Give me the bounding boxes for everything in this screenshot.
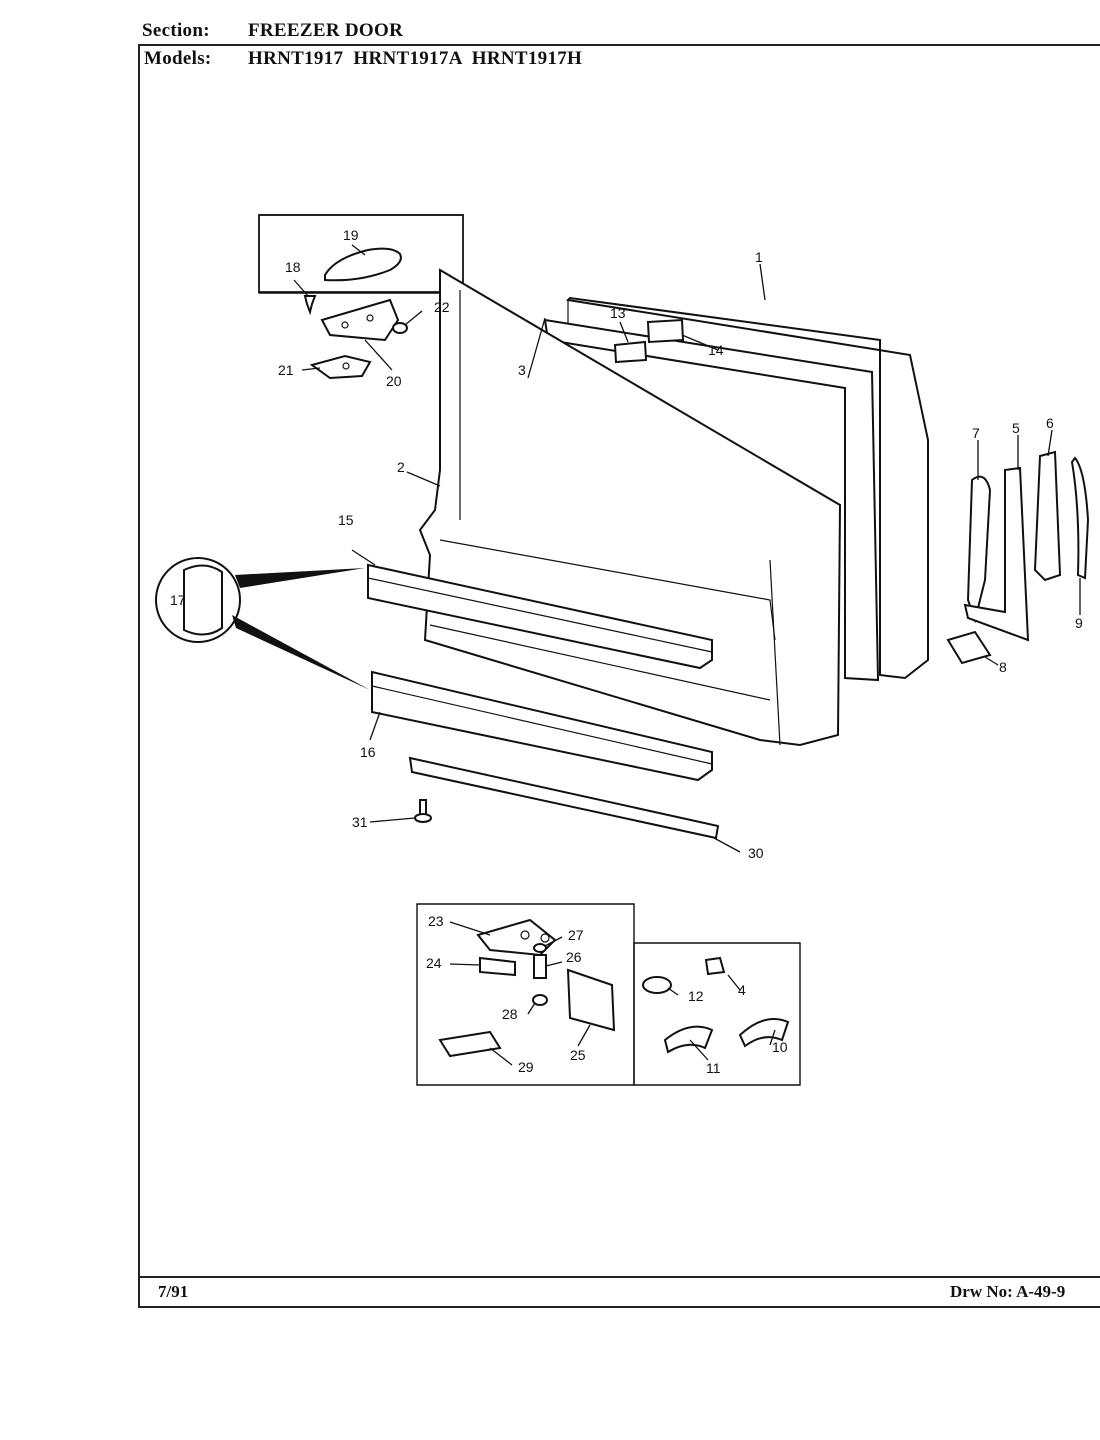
part-12-cap	[642, 976, 672, 994]
section-label: Section:	[142, 20, 210, 41]
callout-21: 21	[278, 362, 294, 378]
part-30-trim-strip	[408, 756, 720, 840]
part-1-door-shell	[565, 296, 929, 680]
part-21-hole	[342, 362, 350, 370]
part-15-shelf-bar	[367, 563, 713, 670]
part-24-spacer	[479, 956, 516, 977]
part-17-detail-clip	[183, 564, 223, 636]
callout-31: 31	[352, 814, 368, 830]
callout-3: 3	[518, 362, 526, 378]
callout-25: 25	[570, 1047, 586, 1063]
section-title: FREEZER DOOR	[248, 20, 404, 41]
part-19-cover	[324, 247, 402, 282]
callout-19: 19	[343, 227, 359, 243]
detail-pointer-lower	[232, 615, 370, 690]
callout-30: 30	[748, 845, 764, 861]
part-31-screw	[419, 799, 427, 816]
leader-lines	[293, 244, 1081, 1066]
part-13-pad	[613, 340, 648, 364]
callout-27: 27	[568, 927, 584, 943]
callout-labels: 1 2 3 4 5 6 7 8 9 10 11 12 13 14 15 16 1…	[170, 227, 1083, 1076]
drawing-date: 7/91	[158, 1282, 189, 1301]
drawing-number: Drw No: A-49-9	[950, 1282, 1066, 1301]
part-20-hole	[341, 321, 349, 329]
callout-20: 20	[386, 373, 402, 389]
callout-16: 16	[360, 744, 376, 760]
part-28-washer	[532, 994, 548, 1006]
footer-rule	[138, 1276, 1100, 1278]
callout-2: 2	[397, 459, 405, 475]
inset-box-caps	[633, 942, 801, 1086]
models-list: HRNT1917 HRNT1917A HRNT1917H	[248, 48, 583, 69]
part-6-cover-strip	[1033, 450, 1062, 582]
part-14-pad	[646, 318, 685, 344]
part-21-plate	[309, 354, 372, 380]
callout-24: 24	[426, 955, 442, 971]
part-29-bracket	[438, 1030, 502, 1058]
part-16-bottom-bar	[371, 670, 713, 782]
part-25-hinge-plate	[566, 968, 616, 1032]
part-18-clip	[303, 295, 317, 316]
part-8-hinge-plate	[946, 630, 992, 665]
callout-7: 7	[972, 425, 980, 441]
part-7-hinge-cover	[966, 475, 992, 624]
callout-18: 18	[285, 259, 301, 275]
detail-pointer-upper	[235, 568, 365, 588]
footer-base-rule	[138, 1306, 1100, 1308]
part-22-washer	[392, 322, 408, 334]
part-15-shelf-bar-lip	[367, 577, 713, 653]
callout-15: 15	[338, 512, 354, 528]
callout-14: 14	[708, 342, 724, 358]
part-26-pin	[533, 954, 547, 979]
part-20-hole-2	[366, 314, 374, 322]
part-4-stud	[704, 956, 726, 976]
callout-28: 28	[502, 1006, 518, 1022]
part-2-liner-shelf-mid	[429, 624, 771, 701]
callout-12: 12	[688, 988, 704, 1004]
callout-10: 10	[772, 1039, 788, 1055]
callout-4: 4	[738, 982, 746, 998]
callout-17: 17	[170, 592, 186, 608]
callout-9: 9	[1075, 615, 1083, 631]
part-16-bottom-bar-lip	[371, 685, 713, 765]
part-10-clip	[738, 1018, 790, 1048]
callout-22: 22	[434, 299, 450, 315]
callout-11: 11	[706, 1060, 721, 1076]
callout-23: 23	[428, 913, 444, 929]
drawing-frame	[138, 44, 1100, 1306]
part-23-hole-2	[540, 933, 550, 943]
callout-6: 6	[1046, 415, 1054, 431]
callout-1: 1	[755, 249, 763, 265]
part-5-hinge-bracket	[963, 466, 1030, 642]
callout-29: 29	[518, 1059, 534, 1075]
callout-26: 26	[566, 949, 582, 965]
part-31-screw-head	[414, 813, 432, 823]
part-11-clip	[663, 1025, 714, 1054]
callout-5: 5	[1012, 420, 1020, 436]
callout-13: 13	[610, 305, 626, 321]
callout-8: 8	[999, 659, 1007, 675]
models-label: Models:	[144, 48, 212, 69]
part-27-bushing	[533, 943, 547, 953]
part-2-liner-side	[769, 559, 781, 746]
part-9-trim-rail	[1070, 456, 1090, 580]
part-23-hole	[520, 930, 530, 940]
part-20-plate	[320, 298, 400, 342]
